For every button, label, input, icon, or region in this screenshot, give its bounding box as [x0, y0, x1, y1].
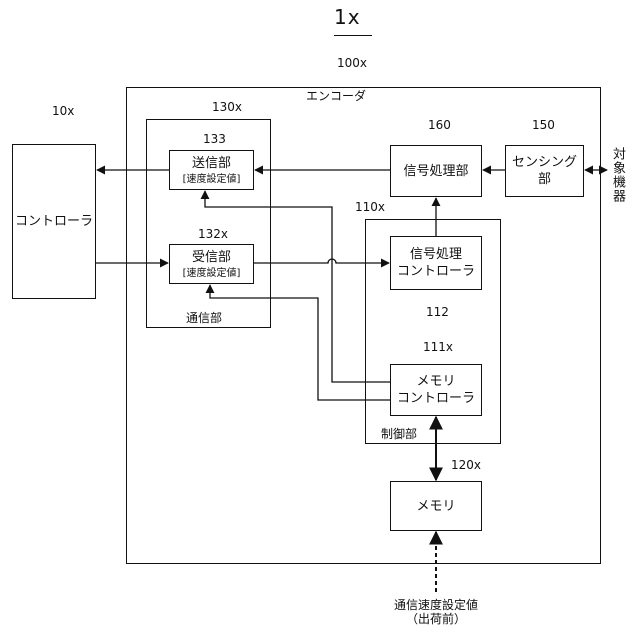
mc-to-rx-line — [210, 285, 390, 400]
mc-to-tx-line — [205, 191, 390, 382]
rx-to-sc-arrow — [254, 259, 389, 263]
